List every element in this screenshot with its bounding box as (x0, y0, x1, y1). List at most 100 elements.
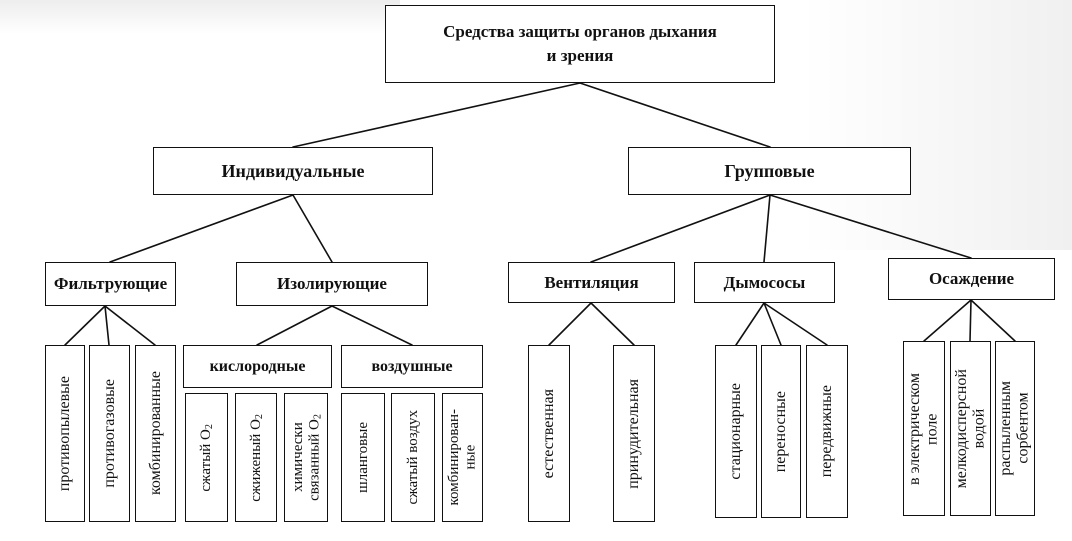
leaf-liquefied-oxygen: сжиженый O2 (235, 393, 277, 522)
leaf-label: сжиженый O2 (248, 414, 265, 502)
leaf-label-line2: поле (924, 412, 941, 445)
leaf-label-line2: ные (462, 445, 479, 470)
connector-isolating-oxygen (256, 305, 333, 346)
leaf-label: переносные (772, 391, 790, 472)
node-air-label: воздушные (371, 357, 453, 375)
connector-filtering-dust (64, 305, 106, 346)
leaf-label-line1: мелкодисперсной (952, 368, 970, 489)
leaf-label-line: противогазовые (100, 379, 118, 488)
node-individual-label: Индивидуальные (221, 160, 365, 181)
connector-smoke-portable (763, 302, 782, 346)
leaf-label: сжатый воздух (405, 410, 422, 504)
leaf-portable: переносные (761, 345, 801, 518)
leaf-label-subscript: 2 (204, 423, 216, 429)
connector-filtering-gas (104, 305, 110, 346)
node-smoke-exhausters-label: Дымососы (723, 272, 806, 292)
leaf-label-line: принудительная (625, 378, 643, 489)
leaf-label-subscript: 2 (253, 413, 265, 419)
root-title-line2: и зрения (546, 46, 614, 65)
connector-individual-filtering (109, 194, 294, 263)
leaf-label-text: сжатый O (198, 428, 215, 492)
leaf-label-line: комбинированные (146, 371, 164, 496)
leaf-label-line: шланговые (354, 422, 371, 493)
leaf-hose: шланговые (341, 393, 385, 522)
connector-smoke-mobile (763, 302, 828, 346)
leaf-label-line2: водой (970, 408, 988, 449)
leaf-label: комбинирован- ные (446, 409, 479, 506)
node-precipitation-label: Осаждение (928, 269, 1015, 288)
node-filtering-label: Фильтрующие (53, 274, 168, 293)
leaf-label: противопылевые (56, 376, 74, 491)
leaf-fine-water: мелкодисперсной водой (950, 341, 991, 516)
node-individual: Индивидуальные (153, 147, 433, 195)
leaf-label-text: сжиженый O (247, 418, 264, 502)
node-isolating: Изолирующие (236, 262, 428, 306)
node-isolating-label: Изолирующие (277, 274, 387, 293)
leaf-sprayed-sorbent: распыленным сорбентом (995, 341, 1035, 516)
connector-group-smoke-exhausters (763, 194, 771, 263)
connector-group-precipitation (769, 194, 972, 259)
leaf-label-line: передвижные (818, 385, 836, 478)
connector-smoke-stationary (735, 302, 765, 346)
leaf-compressed-oxygen: сжатый O2 (185, 393, 228, 522)
root-title-line1: Средства защиты органов дыхания (443, 22, 717, 42)
leaf-label-line2: связанный O2 (306, 414, 323, 501)
leaf-label: принудительная (625, 379, 643, 489)
leaf-label-subscript: 2 (312, 414, 323, 420)
leaf-compressed-air: сжатый воздух (391, 393, 435, 522)
leaf-label-line: переносные (772, 390, 790, 473)
connector-root-individual (292, 82, 581, 148)
leaf-label: сжатый O2 (198, 424, 215, 492)
leaf-label: естественная (540, 389, 558, 478)
node-group-label: Групповые (724, 160, 815, 181)
leaf-gas-protective: противогазовые (89, 345, 130, 522)
connector-precipitation-electric (923, 299, 972, 342)
node-group: Групповые (628, 147, 911, 195)
leaf-natural-ventilation: естественная (528, 345, 570, 522)
node-precipitation: Осаждение (888, 258, 1055, 300)
node-oxygen-label: кислородные (209, 357, 306, 375)
scan-shading-right (800, 0, 1072, 250)
node-air: воздушные (341, 345, 483, 388)
connector-ventilation-forced (590, 302, 635, 346)
leaf-stationary: стационарные (715, 345, 757, 518)
leaf-label-line: сжиженый O2 (248, 414, 265, 502)
leaf-mobile: передвижные (806, 345, 848, 518)
connector-isolating-air (331, 305, 413, 346)
leaf-label: стационарные (727, 383, 745, 480)
leaf-label-text: связанный O (306, 419, 322, 501)
leaf-chemically-bound-oxygen: химически связанный O2 (284, 393, 328, 522)
leaf-label: распыленным сорбентом (997, 381, 1032, 476)
leaf-label: в электрическом поле (906, 373, 941, 485)
connector-group-ventilation (590, 194, 771, 263)
leaf-label: противогазовые (101, 379, 119, 488)
connector-ventilation-natural (548, 302, 592, 346)
node-oxygen: кислородные (183, 345, 332, 388)
leaf-forced-ventilation: принудительная (613, 345, 655, 522)
scan-shading-top (0, 0, 400, 34)
root-node: Средства защиты органов дыхания и зрения (385, 5, 775, 83)
node-ventilation-label: Вентиляция (544, 272, 639, 292)
leaf-label: мелкодисперсной водой (953, 369, 988, 488)
leaf-label-line: естественная (540, 388, 558, 479)
root-title: Средства защиты органов дыхания и зрения (443, 20, 717, 68)
leaf-label-line2: сорбентом (1015, 392, 1032, 465)
connector-filtering-combined (104, 305, 156, 346)
leaf-label-line: противопылевые (56, 375, 74, 492)
node-filtering: Фильтрующие (45, 262, 176, 306)
node-ventilation: Вентиляция (508, 262, 675, 303)
leaf-label: комбинированные (147, 371, 165, 495)
leaf-dust-protective: противопылевые (45, 345, 85, 522)
leaf-combined-filtering: комбинированные (135, 345, 176, 522)
connector-precipitation-sorbent (970, 299, 1016, 342)
leaf-label-line: стационарные (727, 383, 745, 480)
leaf-label-line1: в электрическом (906, 372, 924, 485)
node-smoke-exhausters: Дымососы (694, 262, 835, 303)
connector-precipitation-water (969, 299, 972, 342)
leaf-label: передвижные (818, 385, 836, 477)
connector-root-group (579, 82, 771, 148)
leaf-combined-air: комбинирован- ные (442, 393, 483, 522)
connector-individual-isolating (292, 194, 333, 263)
leaf-label-line1: химически (289, 422, 306, 493)
